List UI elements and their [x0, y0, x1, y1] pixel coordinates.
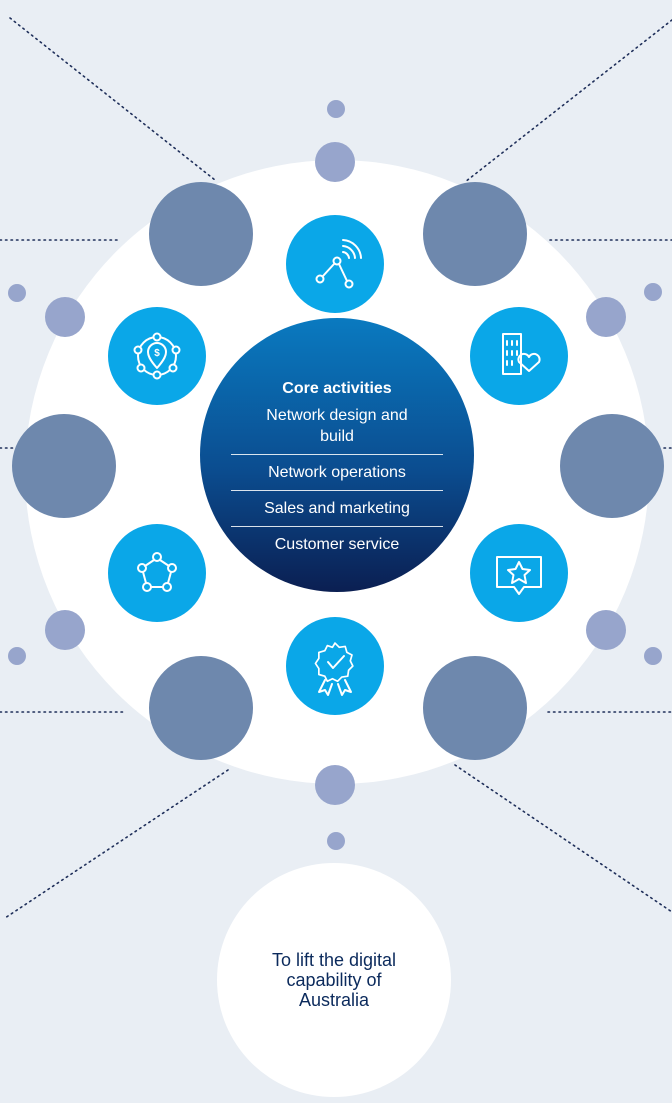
- building-heart-icon: [502, 333, 541, 375]
- medium-dot: [45, 297, 85, 337]
- small-dot: [8, 647, 26, 665]
- icon-circle: [470, 524, 568, 622]
- core-separator: [231, 454, 443, 455]
- small-dot: [644, 283, 662, 301]
- large-circle: [423, 182, 527, 286]
- icon-circle: [108, 307, 206, 405]
- connector-lines: [0, 17, 672, 919]
- connector-line: [454, 764, 672, 913]
- small-dot: [327, 832, 345, 850]
- core-activities-title: Core activities: [282, 380, 392, 397]
- small-dot: [644, 647, 662, 665]
- svg-text:$: $: [154, 348, 160, 359]
- core-activity-item: Network design and build: [266, 407, 408, 445]
- core-activities-text: Core activities Network design and build…: [200, 322, 474, 588]
- icon-circle: [108, 524, 206, 622]
- core-activity-item: Sales and marketing: [264, 500, 410, 517]
- medium-dot: [45, 610, 85, 650]
- connector-line: [9, 17, 216, 181]
- large-circle: [149, 656, 253, 760]
- large-circle: [423, 656, 527, 760]
- purpose-text: To lift the digital capability of Austra…: [271, 950, 397, 1010]
- small-dot: [8, 284, 26, 302]
- medium-dot: [315, 142, 355, 182]
- network-signal-icon: [315, 239, 362, 289]
- review-star-icon: [496, 556, 542, 595]
- icon-circles: $: [108, 215, 568, 715]
- small-circles: [8, 100, 662, 850]
- connector-line: [464, 19, 672, 183]
- money-location-icon: $: [133, 332, 181, 380]
- connector-line: [4, 769, 229, 919]
- purpose-statement: To lift the digital capability of Austra…: [218, 862, 450, 1098]
- medium-dot: [315, 765, 355, 805]
- core-activities-circle: [200, 318, 474, 592]
- connected-nodes-icon: [137, 552, 177, 592]
- core-activity-item: Network operations: [268, 464, 406, 481]
- core-separator: [231, 490, 443, 491]
- medium-dot: [586, 297, 626, 337]
- medium-dot: [586, 610, 626, 650]
- large-circle: [12, 414, 116, 518]
- large-circle: [560, 414, 664, 518]
- large-circles: [12, 182, 664, 760]
- purpose-circle: [217, 863, 451, 1097]
- large-circle: [149, 182, 253, 286]
- core-activity-item: Customer service: [274, 536, 400, 553]
- small-dot: [327, 100, 345, 118]
- core-separator: [231, 526, 443, 527]
- award-check-icon: [314, 642, 354, 696]
